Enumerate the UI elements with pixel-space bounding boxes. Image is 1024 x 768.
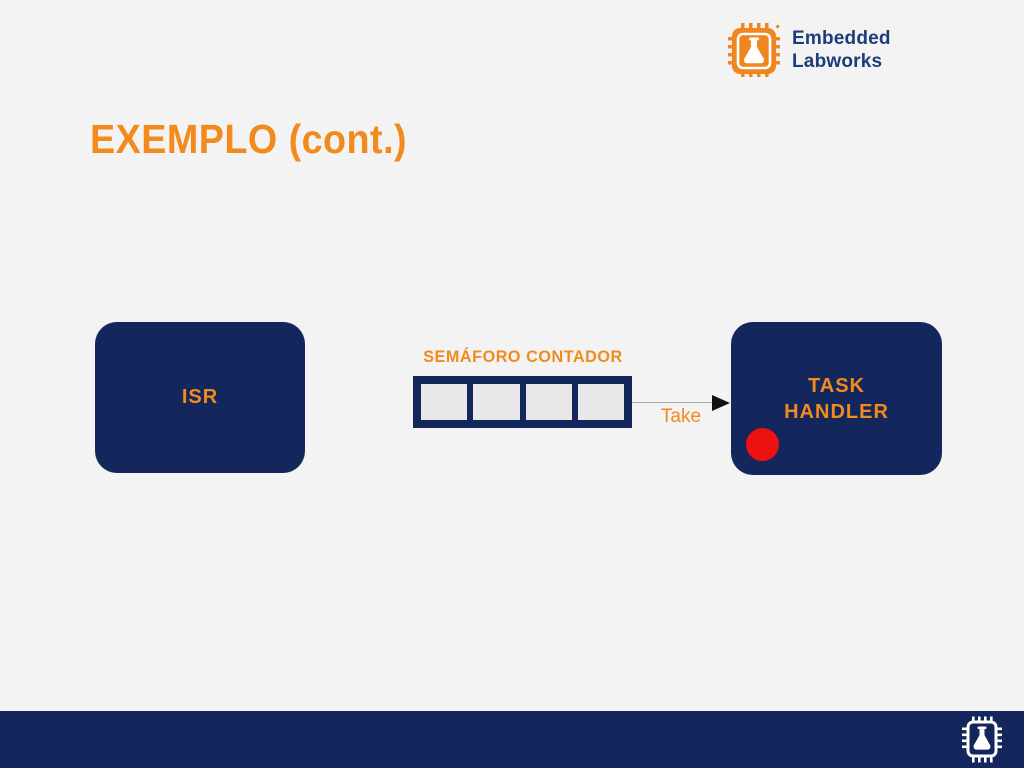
logo-text: Embedded Labworks (792, 27, 891, 73)
logo: Embedded Labworks (728, 22, 891, 78)
take-label: Take (660, 406, 702, 427)
task-handler-label-line1: TASK (808, 374, 865, 397)
take-arrowhead-icon (712, 395, 730, 411)
task-handler-box: TASK HANDLER (731, 322, 942, 475)
task-handler-label: TASK HANDLER (784, 373, 889, 425)
logo-text-line2: Labworks (792, 51, 883, 72)
footer-bar (0, 711, 1024, 768)
chip-flask-icon (728, 23, 780, 77)
semaphore-slot (577, 384, 624, 420)
isr-box: ISR (95, 322, 305, 473)
take-arrow-line (632, 402, 716, 403)
chip-flask-outline-icon (962, 716, 1002, 763)
semaphore-slot (473, 384, 520, 420)
task-handler-label-line2: HANDLER (784, 400, 889, 423)
task-token-dot (746, 428, 779, 461)
isr-label: ISR (181, 386, 219, 408)
slide-title: EXEMPLO (cont.) (90, 116, 408, 162)
semaphore-slot (421, 384, 468, 420)
semaphore-counter (413, 376, 632, 428)
semaphore-slot (525, 384, 572, 420)
semaphore-label: SEMÁFORO CONTADOR (423, 347, 623, 366)
logo-text-line1: Embedded (792, 28, 891, 49)
